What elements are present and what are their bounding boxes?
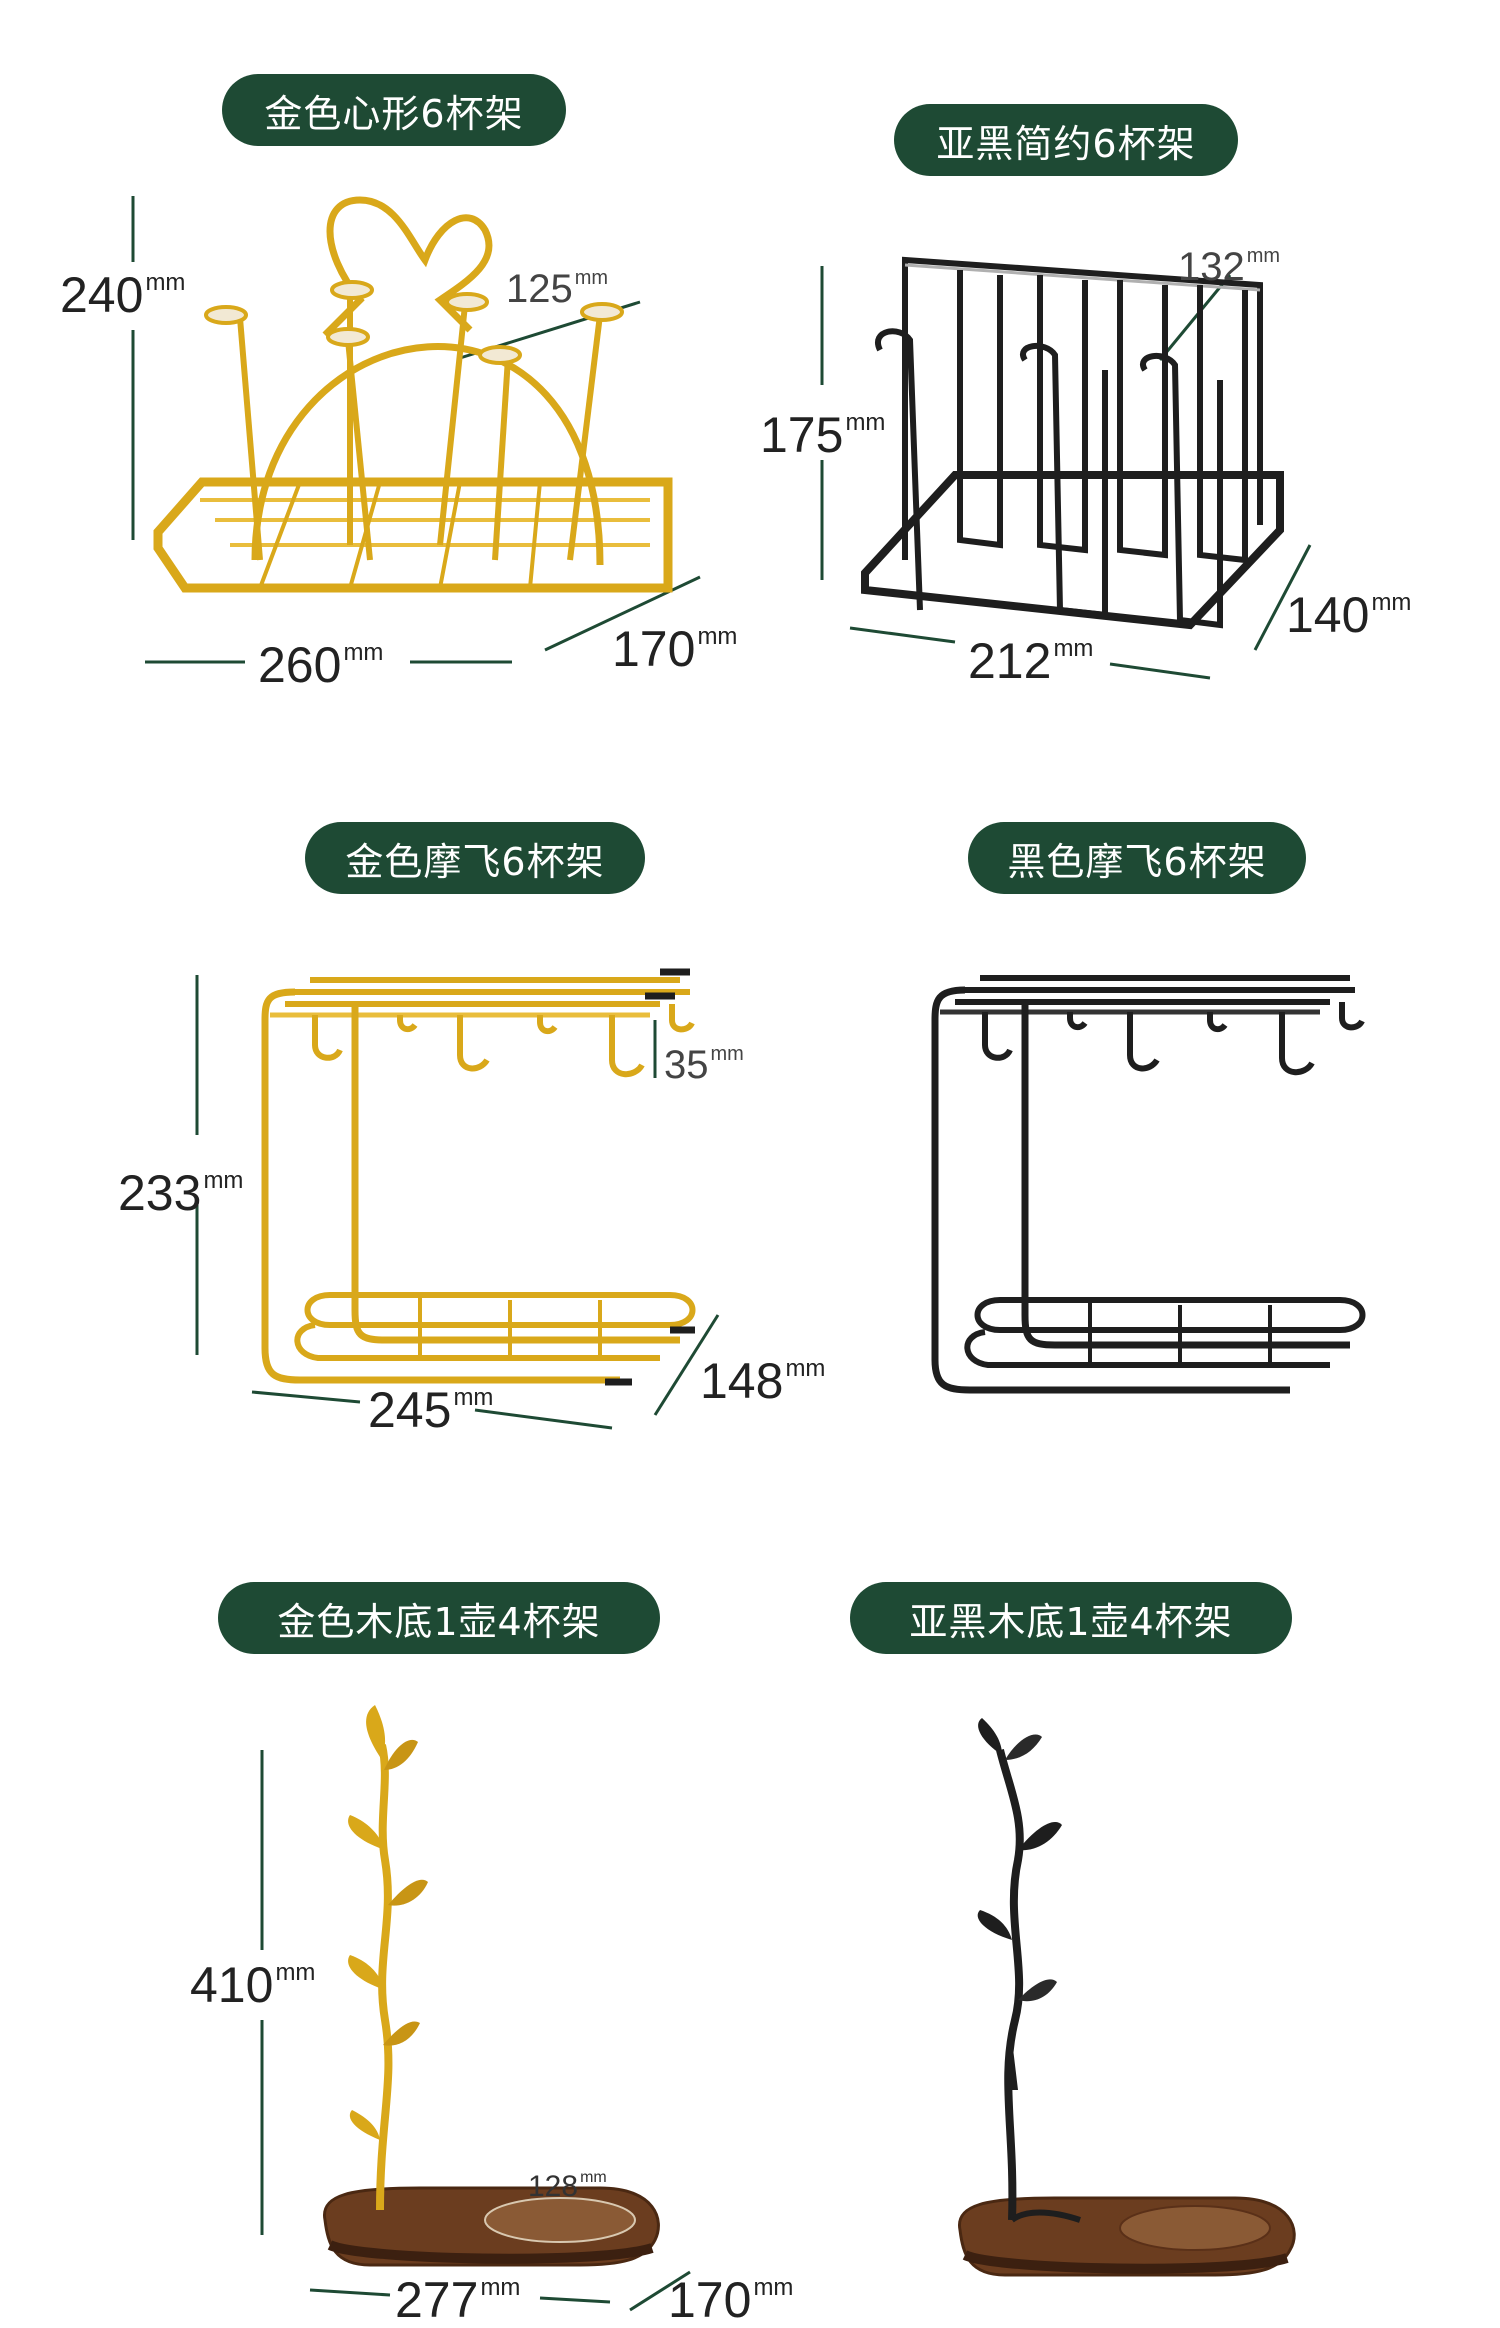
- dimension-depth: 140mm: [1286, 590, 1411, 640]
- product-panel-black-morphy-rack: 黑色摩飞6杯架: [750, 760, 1500, 1520]
- dimension-value: 245: [368, 1382, 452, 1438]
- dimension-unit: mm: [1246, 245, 1281, 267]
- dimension-value: 35: [664, 1043, 709, 1087]
- dimension-width: 212mm: [968, 636, 1093, 686]
- dimension-unit: mm: [574, 267, 609, 289]
- dimension-unit: mm: [1371, 589, 1412, 616]
- dimension-height: 233mm: [118, 1168, 243, 1218]
- dimension-height: 240mm: [60, 270, 185, 320]
- dimension-width: 260mm: [258, 640, 383, 690]
- dimension-value: 277: [395, 2272, 479, 2328]
- dimension-depth: 170mm: [668, 2275, 793, 2325]
- dimension-value: 233: [118, 1165, 202, 1221]
- dimension-unit: mm: [753, 2274, 794, 2301]
- dimension-width: 245mm: [368, 1385, 493, 1435]
- dimension-height: 175mm: [760, 410, 885, 460]
- dimension-value: 212: [968, 633, 1052, 689]
- dimension-unit: mm: [580, 2169, 607, 2186]
- dimension-value: 132: [1178, 245, 1245, 289]
- dimension-unit: mm: [343, 639, 384, 666]
- dimension-value: 240: [60, 267, 144, 323]
- gold-morphy-rack-illustration: [195, 968, 720, 1430]
- dimension-unit: mm: [710, 1043, 744, 1065]
- product-panel-gold-morphy-rack: 金色摩飞6杯架: [0, 760, 825, 1520]
- dimension-width: 277mm: [395, 2275, 520, 2325]
- product-panel-gold-heart-rack: 金色心形6杯架: [0, 0, 750, 760]
- dimension-value: 148: [700, 1353, 784, 1409]
- product-title-pill: 黑色摩飞6杯架: [968, 822, 1306, 894]
- dimension-value: 170: [668, 2272, 752, 2328]
- product-title-pill: 亚黑木底1壶4杯架: [850, 1582, 1292, 1654]
- dimension-unit: mm: [203, 1167, 244, 1194]
- dimension-unit: mm: [145, 269, 186, 296]
- dimension-unit: mm: [785, 1355, 826, 1382]
- dimension-height: 410mm: [190, 1960, 315, 2010]
- dimension-unit: mm: [697, 623, 738, 650]
- dimension-unit: mm: [845, 409, 886, 436]
- product-title-pill: 金色心形6杯架: [222, 74, 566, 146]
- dimension-value: 125: [506, 267, 573, 311]
- product-title-pill: 金色木底1壶4杯架: [218, 1582, 660, 1654]
- black-morphy-rack-illustration: [931, 975, 1366, 1394]
- product-title-pill: 亚黑简约6杯架: [894, 104, 1238, 176]
- dimension-value: 410: [190, 1957, 274, 2013]
- gold-wood-base-rack-illustration: [260, 1705, 691, 2312]
- dimension-depth: 148mm: [700, 1356, 825, 1406]
- product-title-pill: 金色摩飞6杯架: [305, 822, 645, 894]
- dimension-value: 170: [612, 621, 696, 677]
- dimension-value: 128: [528, 2170, 579, 2203]
- dimension-unit: mm: [275, 1959, 316, 1986]
- dimension-value: 175: [760, 407, 844, 463]
- product-panel-black-wood-base-rack: 亚黑木底1壶4杯架: [750, 1520, 1500, 2280]
- dimension-depth: 170mm: [612, 624, 737, 674]
- black-simple-rack-illustration: [820, 256, 1312, 680]
- dimension-unit: mm: [480, 2274, 521, 2301]
- dimension-unit: mm: [453, 1384, 494, 1411]
- gold-heart-rack-illustration: [131, 196, 701, 664]
- dimension-value: 260: [258, 637, 342, 693]
- dimension-value: 140: [1286, 587, 1370, 643]
- black-wood-base-rack-illustration: [957, 1718, 1296, 2277]
- dimension-unit: mm: [1053, 635, 1094, 662]
